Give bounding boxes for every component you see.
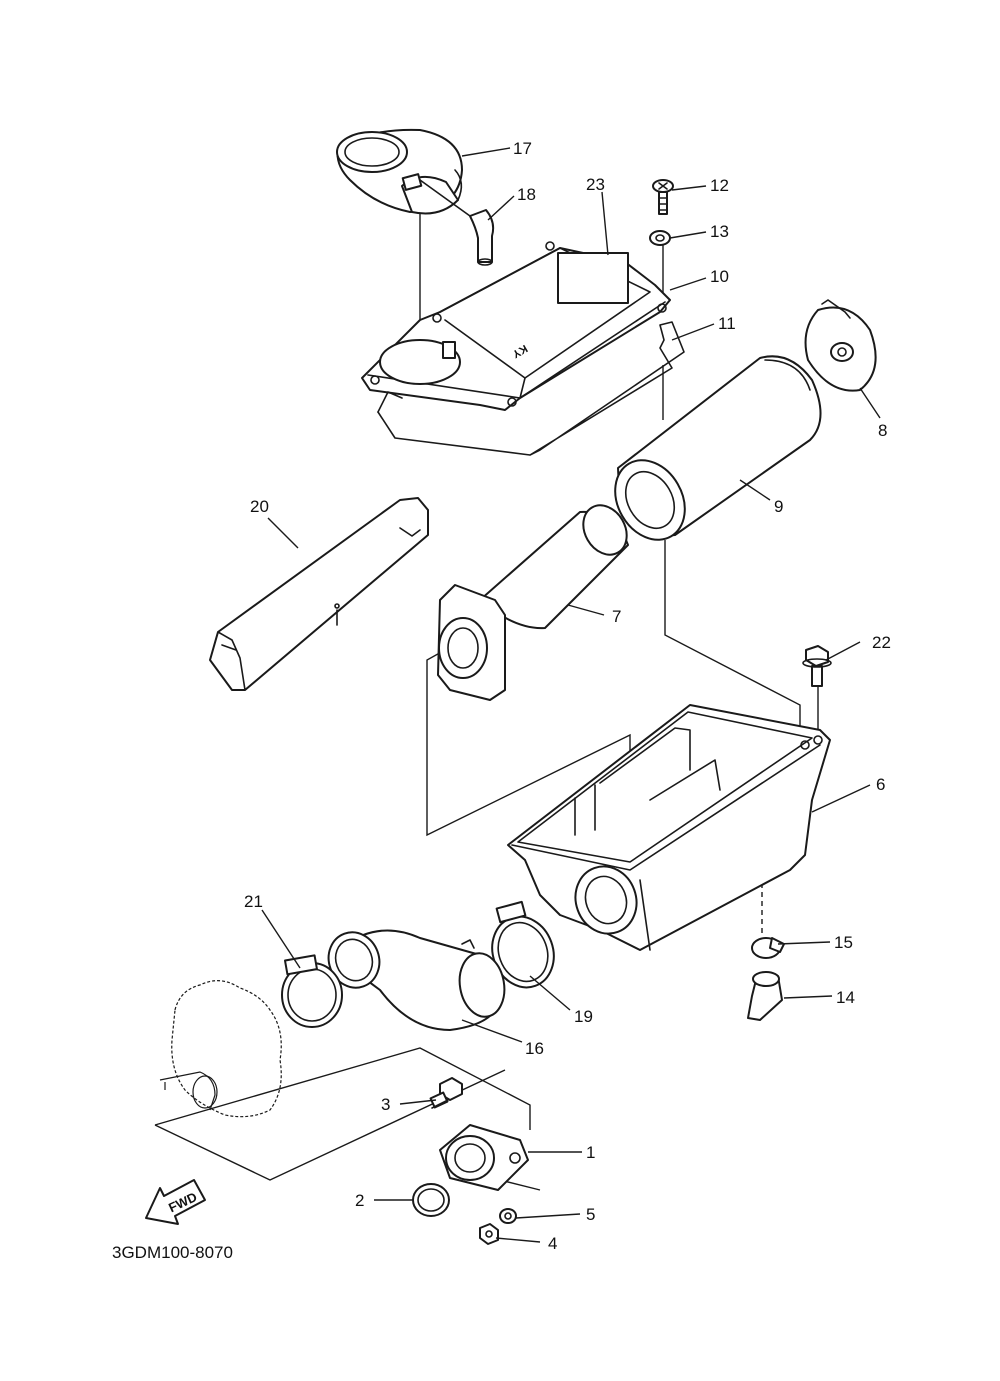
part-6-air-cleaner-case [507, 704, 831, 951]
drawing-code: 3GDM100-8070 [112, 1243, 233, 1262]
part-15-clamp [751, 937, 785, 959]
callout-10: 10 [710, 267, 729, 286]
fwd-arrow: FWD [145, 1179, 206, 1225]
callout-6: 6 [876, 775, 885, 794]
part-17-intake-boot [336, 128, 463, 215]
callout-7: 7 [612, 607, 621, 626]
callout-11: 11 [718, 314, 736, 333]
part-4-nut [479, 1223, 499, 1245]
part-3-bolt [429, 1077, 463, 1109]
callout-18: 18 [517, 185, 536, 204]
part-11-cover-gasket [377, 321, 685, 456]
part-13-washer [649, 230, 671, 246]
part-9-air-filter-element [614, 355, 822, 541]
callout-14: 14 [836, 988, 855, 1007]
part-12-screw [652, 179, 674, 215]
part-1-carburetor-joint [439, 1124, 529, 1191]
part-10-air-cleaner-cover: KY [361, 241, 671, 411]
callout-15: 15 [834, 933, 853, 952]
part-21-band-clamp [281, 954, 343, 1028]
callout-9: 9 [774, 497, 783, 516]
callout-16: 16 [525, 1039, 544, 1058]
part-18-elbow-fitting [419, 179, 495, 266]
callout-13: 13 [710, 222, 729, 241]
callout-12: 12 [710, 176, 729, 195]
part-14-drain-cap [747, 971, 783, 1021]
callout-17: 17 [513, 139, 532, 158]
callout-23: 23 [586, 175, 605, 194]
callout-3: 3 [381, 1095, 390, 1114]
callout-22: 22 [872, 633, 891, 652]
callout-1: 1 [586, 1143, 595, 1162]
part-19-band-clamp [491, 900, 555, 989]
part-5-washer [499, 1208, 517, 1224]
callout-20: 20 [250, 497, 269, 516]
callout-5: 5 [586, 1205, 595, 1224]
part-16-intake-hose [327, 929, 506, 1031]
callout-21: 21 [244, 892, 263, 911]
part-8-end-cap [804, 299, 877, 392]
part-22-bolt [802, 645, 832, 687]
engine-outline [159, 980, 282, 1118]
callout-leaders [261, 147, 881, 1243]
part-2-o-ring [412, 1183, 450, 1217]
part-7-joint-duct [437, 504, 629, 701]
callout-numbers: 17 18 23 12 13 10 11 8 9 7 20 22 6 15 14… [244, 139, 891, 1253]
callout-2: 2 [355, 1191, 364, 1210]
callout-19: 19 [574, 1007, 593, 1026]
part-20-plate [209, 497, 429, 691]
callout-4: 4 [548, 1234, 557, 1253]
callout-8: 8 [878, 421, 887, 440]
